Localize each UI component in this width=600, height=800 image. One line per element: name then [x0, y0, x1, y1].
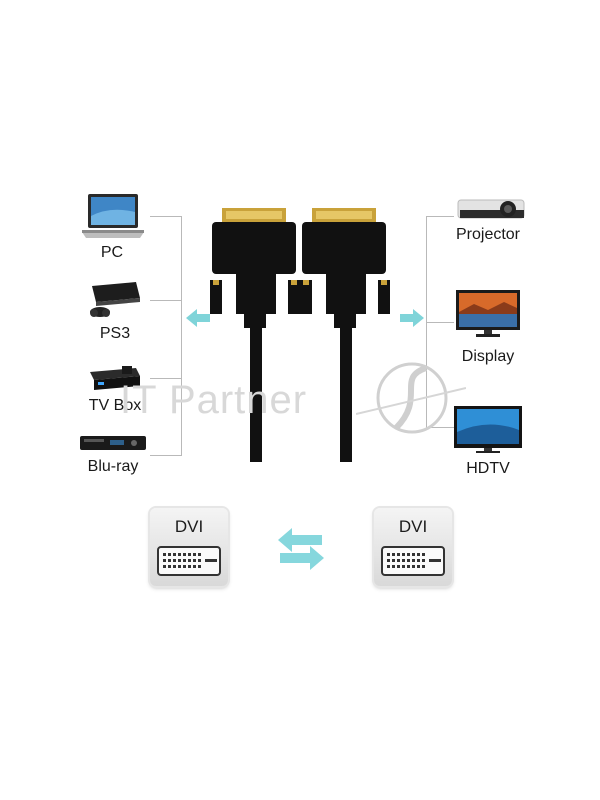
- right-bracket-bottom: [426, 427, 454, 428]
- device-label-pc: PC: [100, 244, 124, 261]
- dvi-port-icon: [381, 546, 445, 576]
- right-bracket-display: [426, 322, 454, 323]
- watermark-text: IT Partner: [120, 378, 308, 422]
- left-bracket-bottom: [150, 455, 182, 456]
- dvi-port-card-left: DVI: [150, 508, 228, 586]
- device-label-projector: Projector: [455, 226, 521, 243]
- left-bracket-tvbox: [150, 378, 182, 379]
- left-bracket-top: [150, 216, 182, 217]
- right-bracket-top: [426, 216, 454, 217]
- dvi-cable-right: [300, 208, 390, 462]
- right-arrow-icon: [400, 309, 424, 327]
- device-label-hdtv: HDTV: [466, 460, 510, 477]
- left-bracket-ps3: [150, 300, 182, 301]
- left-bracket-vertical: [181, 216, 182, 456]
- dvi-label-right: DVI: [398, 517, 428, 536]
- laptop-icon: [82, 194, 144, 238]
- dvi-cable-left: [210, 208, 300, 462]
- dvi-port-card-right: DVI: [374, 508, 452, 586]
- left-arrow-icon: [186, 309, 210, 327]
- swap-arrows-icon: [278, 528, 324, 570]
- game-console-icon: [90, 282, 140, 317]
- device-label-display: Display: [461, 348, 515, 365]
- monitor-icon: [456, 290, 520, 337]
- hdtv-icon: [454, 406, 522, 453]
- tv-box-icon: [90, 366, 140, 390]
- dvi-label-left: DVI: [174, 517, 204, 536]
- watermark-logo-icon: [356, 362, 466, 434]
- device-label-blu-ray: Blu-ray: [87, 458, 139, 475]
- device-label-ps3: PS3: [99, 325, 131, 342]
- blu-ray-player-icon: [80, 436, 146, 450]
- dvi-port-icon: [157, 546, 221, 576]
- device-label-tv-box: TV Box: [88, 397, 142, 414]
- projector-icon: [457, 199, 525, 219]
